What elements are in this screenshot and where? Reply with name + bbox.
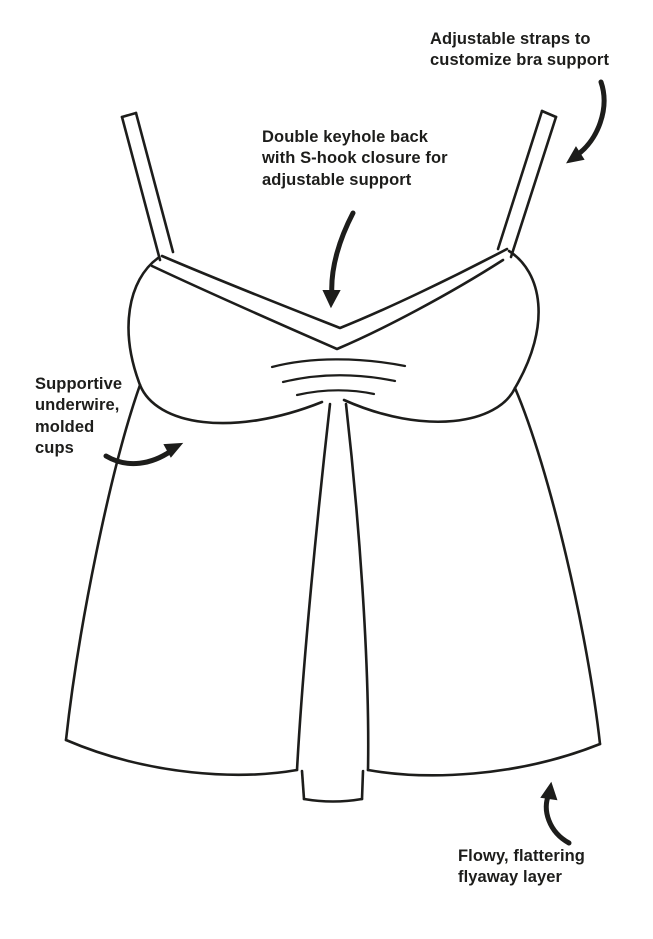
flyaway-split-edges [295, 402, 370, 772]
arrow-flyaway [540, 781, 572, 846]
strap-left-shape [120, 111, 175, 262]
side-seam-right-shape [513, 386, 602, 746]
cup-right-shape [342, 249, 540, 423]
arrow-straps [566, 79, 607, 164]
side-seam-left-shape [64, 383, 142, 742]
hem-left-shape [64, 738, 299, 777]
underlayer-hem-shape [300, 769, 365, 803]
annotation-flyaway-label: Flowy, flattering flyaway layer [458, 847, 585, 887]
arrow-keyhole [322, 210, 356, 309]
annotation-underwire-label: Supportive underwire, molded cups [35, 375, 123, 458]
neckline-crossover-shape [150, 247, 509, 351]
strap-right-shape [496, 109, 558, 259]
hem-right-shape [366, 742, 602, 777]
twist-wrinkle-lines [270, 358, 407, 397]
annotation-keyhole-label: Double keyhole back with S-hook closure … [262, 128, 448, 189]
annotation-straps-label: Adjustable straps to customize bra suppo… [430, 30, 610, 70]
arrow-underwire [103, 442, 184, 467]
